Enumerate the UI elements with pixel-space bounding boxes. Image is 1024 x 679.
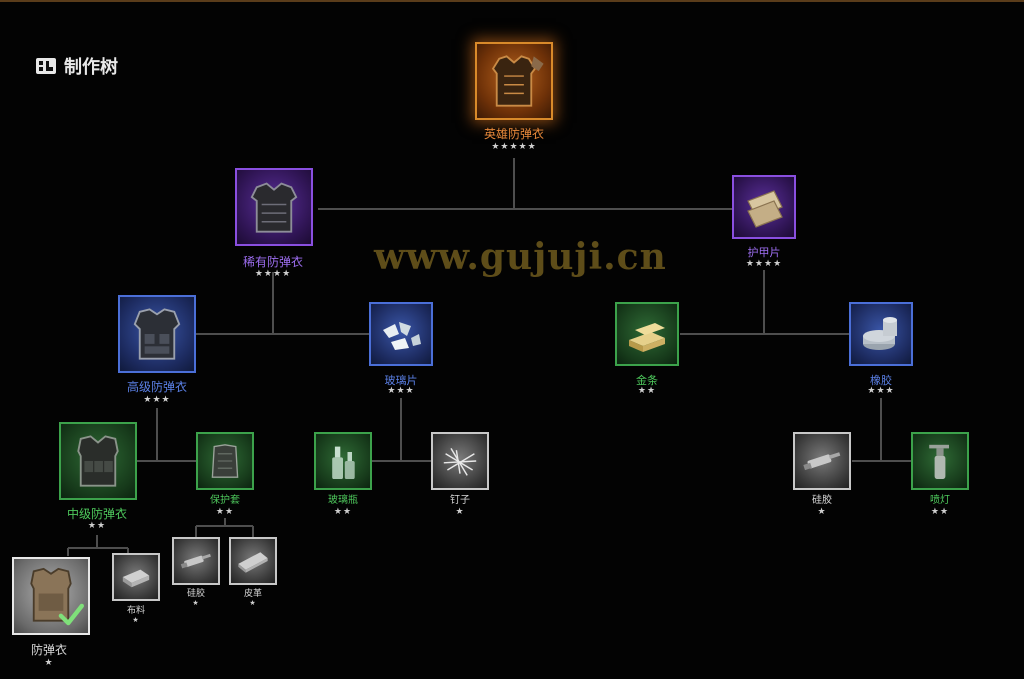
advanced-vest-stars: ★★★: [143, 395, 171, 405]
cloth-icon: [122, 569, 150, 588]
mid-vest-label: 中级防弹衣: [66, 507, 128, 521]
mid-vest-icon: [77, 435, 119, 487]
silicone-right-stars: ★: [817, 507, 827, 517]
rubber-label: 橡胶: [870, 374, 892, 387]
glass-bottle-icon: [332, 446, 355, 479]
gold-bar-icon: [629, 323, 665, 352]
nails-stars: ★: [455, 507, 465, 517]
rubber-button[interactable]: [849, 302, 913, 366]
glass-shard-button[interactable]: [369, 302, 433, 366]
gold-bar-label: 金条: [636, 374, 658, 387]
rare-vest-button[interactable]: [235, 168, 313, 246]
glass-bottle-stars: ★★: [333, 507, 353, 517]
rare-vest-icon: [250, 182, 298, 233]
top-border-line: [0, 0, 1024, 2]
mid-vest-button[interactable]: [59, 422, 137, 500]
silicone-tube-icon: [180, 553, 211, 569]
page-title: 制作树: [64, 57, 118, 78]
hero-vest-stars: ★★★★★: [491, 142, 537, 152]
nails-label: 钉子: [450, 495, 470, 506]
glass-shard-icon: [383, 322, 421, 350]
crafting-tree-icon: [36, 58, 56, 74]
silicone-left-button[interactable]: [172, 537, 220, 585]
spray-lamp-button[interactable]: [911, 432, 969, 490]
basic-vest-stars: ★: [44, 658, 54, 668]
armor-plate-label: 护甲片: [747, 246, 781, 259]
nails-button[interactable]: [431, 432, 489, 490]
silicone-tube-icon: [803, 452, 841, 471]
glass-bottle-label: 玻璃瓶: [328, 495, 358, 506]
silicone-right-button[interactable]: [793, 432, 851, 490]
glass-bottle-button[interactable]: [314, 432, 372, 490]
watermark: www.gujuji.cn: [374, 236, 667, 278]
protective-cover-button[interactable]: [196, 432, 254, 490]
spray-lamp-label: 喷灯: [930, 495, 950, 506]
advanced-vest-icon: [133, 308, 181, 360]
silicone-right-label: 硅胶: [812, 495, 832, 506]
gold-bar-stars: ★★: [637, 386, 657, 396]
advanced-vest-label: 高级防弹衣: [126, 380, 188, 394]
leather-label: 皮革: [243, 589, 263, 599]
cloth-stars: ★: [132, 616, 140, 624]
armor-plate-stars: ★★★★: [745, 259, 783, 269]
armor-plate-icon: [747, 190, 783, 228]
glass-shard-label: 玻璃片: [384, 374, 418, 387]
nails-icon: [443, 448, 477, 476]
armor-plate-button[interactable]: [732, 175, 796, 239]
gold-bar-button[interactable]: [615, 302, 679, 366]
basic-vest-label: 防弹衣: [30, 643, 68, 657]
page-header: 制作树: [35, 53, 118, 79]
leather-stars: ★: [249, 599, 257, 607]
advanced-vest-button[interactable]: [118, 295, 196, 373]
protective-cover-stars: ★★: [215, 507, 235, 517]
glass-shard-stars: ★★★: [387, 386, 415, 396]
spray-lamp-icon: [929, 444, 949, 479]
leather-button[interactable]: [229, 537, 277, 585]
silicone-left-label: 硅胶: [186, 589, 206, 599]
mid-vest-stars: ★★: [87, 521, 107, 531]
rubber-stars: ★★★: [867, 386, 895, 396]
protective-cover-label: 保护套: [210, 495, 240, 506]
owned-checkmark-icon: [58, 603, 84, 626]
hero-vest-label: 英雄防弹衣: [483, 127, 545, 141]
basic-vest-button[interactable]: [12, 557, 90, 635]
basic-vest-icon: [30, 567, 72, 622]
spray-lamp-stars: ★★: [930, 507, 950, 517]
leather-icon: [238, 552, 268, 573]
cloth-label: 布料: [126, 606, 146, 616]
hero-vest-button[interactable]: [475, 42, 553, 120]
rubber-icon: [863, 317, 897, 350]
hero-vest-icon: [491, 55, 544, 107]
silicone-left-stars: ★: [192, 599, 200, 607]
rare-vest-stars: ★★★★: [254, 269, 292, 279]
protective-cover-icon: [211, 444, 239, 478]
cloth-button[interactable]: [112, 553, 160, 601]
rare-vest-label: 稀有防弹衣: [242, 255, 304, 269]
